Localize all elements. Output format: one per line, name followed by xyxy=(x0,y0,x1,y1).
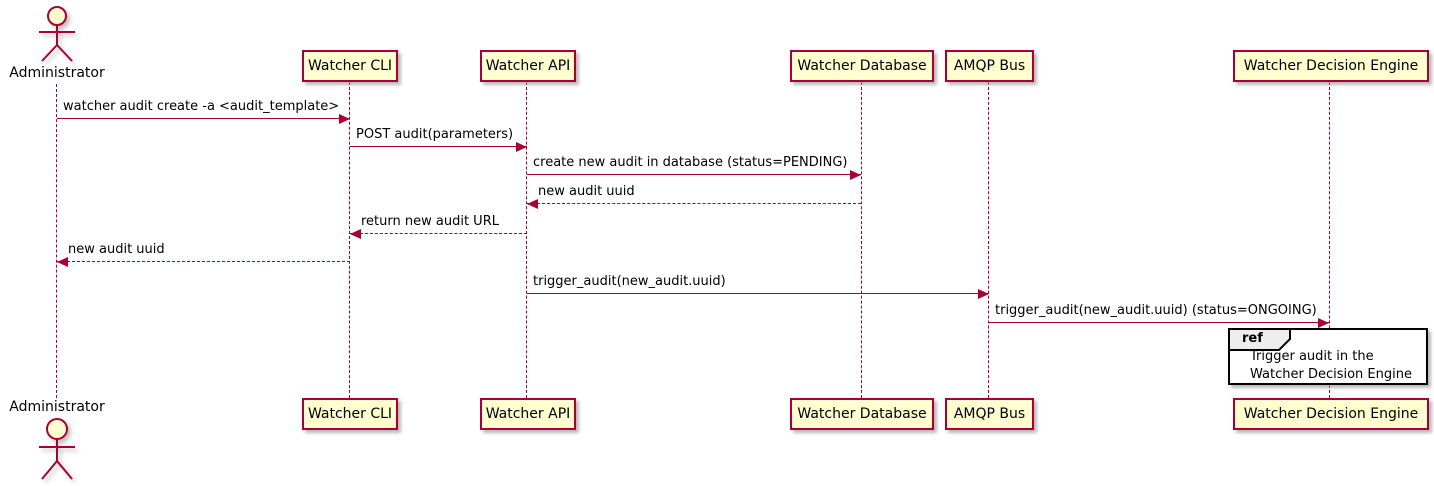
participant-bottom-watcher-api: Watcher API xyxy=(480,398,576,430)
message-7-arrow xyxy=(527,289,989,299)
message-1-arrow xyxy=(57,114,350,124)
message-5-label: return new audit URL xyxy=(361,214,499,229)
participant-label: Watcher Database xyxy=(797,58,927,74)
administrator-actor-icon-bottom xyxy=(39,418,75,480)
message-2-arrow xyxy=(350,142,527,152)
message-4-arrow xyxy=(527,199,861,209)
lifeline-watcher-api xyxy=(526,82,527,398)
ref-keyword: ref xyxy=(1242,331,1263,346)
participant-top-watcher-api: Watcher API xyxy=(480,50,576,82)
ref-line-1: Trigger audit in the xyxy=(1250,349,1374,364)
participant-label: Watcher API xyxy=(485,58,571,74)
message-5-arrow xyxy=(350,229,527,239)
message-8-label: trigger_audit(new_audit.uuid) (status=ON… xyxy=(995,303,1317,318)
lifeline-amqp-bus xyxy=(988,82,989,398)
lifeline-watcher-database xyxy=(861,82,862,398)
participant-top-watcher-database: Watcher Database xyxy=(790,50,934,82)
participant-bottom-watcher-decision-engine: Watcher Decision Engine xyxy=(1233,398,1429,430)
lifeline-watcher-cli xyxy=(349,82,350,398)
administrator-actor-icon xyxy=(39,6,75,62)
lifeline-watcher-decision-engine xyxy=(1329,82,1330,398)
message-3-label: create new audit in database (status=PEN… xyxy=(533,155,848,170)
message-4-label: new audit uuid xyxy=(538,184,635,199)
participant-label: AMQP Bus xyxy=(953,406,1026,422)
message-1-label: watcher audit create -a <audit_template> xyxy=(63,99,340,114)
participant-bottom-watcher-database: Watcher Database xyxy=(790,398,934,430)
participant-label: AMQP Bus xyxy=(953,58,1026,74)
participant-bottom-watcher-cli: Watcher CLI xyxy=(302,398,398,430)
participant-label: Watcher CLI xyxy=(307,58,393,74)
ref-line-2: Watcher Decision Engine xyxy=(1250,367,1412,382)
participant-label: Watcher Decision Engine xyxy=(1243,58,1419,74)
message-6-label: new audit uuid xyxy=(68,242,165,257)
participant-label: Watcher Decision Engine xyxy=(1243,406,1419,422)
participant-label: Watcher Database xyxy=(797,406,927,422)
message-7-label: trigger_audit(new_audit.uuid) xyxy=(533,274,726,289)
message-6-arrow xyxy=(57,257,350,267)
lifeline-administrator xyxy=(56,84,57,398)
administrator-label-top: Administrator xyxy=(9,65,105,81)
participant-label: Watcher CLI xyxy=(307,406,393,422)
ref-header-pentagon xyxy=(1228,328,1291,351)
participant-top-watcher-decision-engine: Watcher Decision Engine xyxy=(1233,50,1429,82)
participant-top-watcher-cli: Watcher CLI xyxy=(302,50,398,82)
message-3-arrow xyxy=(527,170,861,180)
administrator-label-bottom: Administrator xyxy=(9,399,105,415)
message-2-label: POST audit(parameters) xyxy=(356,127,514,142)
participant-top-amqp-bus: AMQP Bus xyxy=(945,50,1034,82)
ref-fragment: ref Trigger audit in the Watcher Decisio… xyxy=(1228,328,1428,385)
message-8-arrow xyxy=(989,318,1329,328)
participant-label: Watcher API xyxy=(485,406,571,422)
participant-bottom-amqp-bus: AMQP Bus xyxy=(945,398,1034,430)
